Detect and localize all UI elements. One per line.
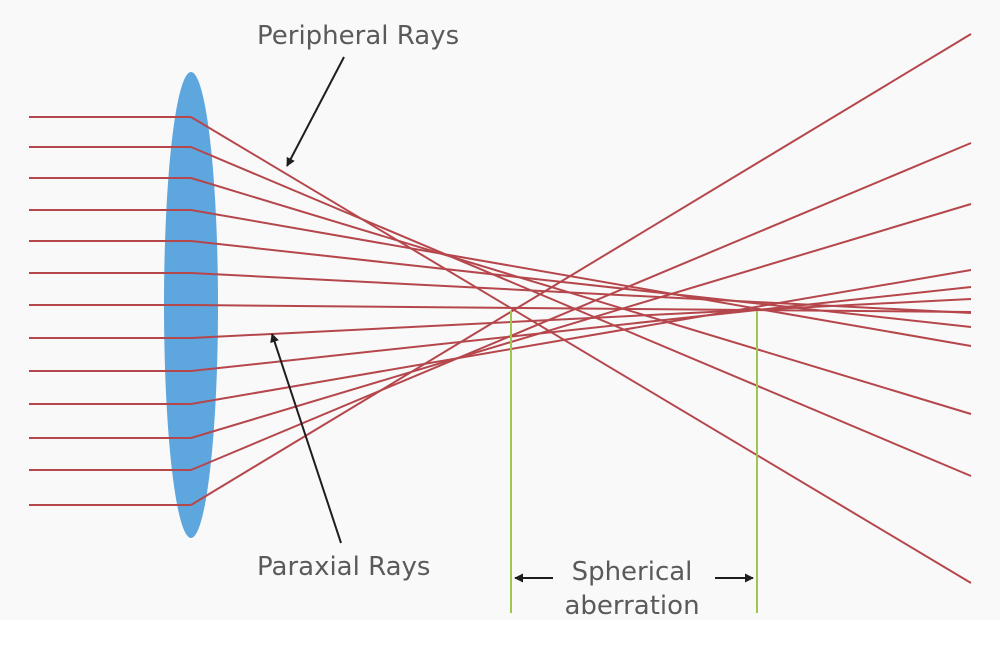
peripheral-rays-arrow-icon: [286, 56, 345, 167]
spherical-aberration-label-line2: aberration: [564, 591, 700, 621]
refracted-ray: [190, 269, 972, 405]
refracted-ray: [190, 304, 972, 313]
refracted-ray: [190, 33, 972, 506]
refracted-ray: [190, 240, 972, 328]
refracted-ray: [190, 142, 972, 471]
refracted-ray: [190, 209, 972, 347]
incoming-rays: [29, 116, 191, 506]
refracted-ray: [190, 298, 972, 339]
spherical-aberration-label-line1: Spherical: [571, 557, 693, 587]
refracted-ray: [190, 116, 972, 584]
refracted-ray: [190, 146, 972, 477]
refracted-ray: [190, 203, 972, 439]
diagram-canvas: [29, 33, 972, 613]
peripheral-rays-label: Peripheral Rays: [257, 21, 460, 51]
refracted-ray: [190, 286, 972, 372]
spherical-aberration-label: Spherical aberration: [557, 555, 707, 623]
refracted-ray: [190, 177, 972, 415]
paraxial-rays-arrow-icon: [270, 333, 342, 544]
paraxial-rays-label: Paraxial Rays: [257, 552, 431, 582]
refracted-rays: [190, 33, 972, 584]
